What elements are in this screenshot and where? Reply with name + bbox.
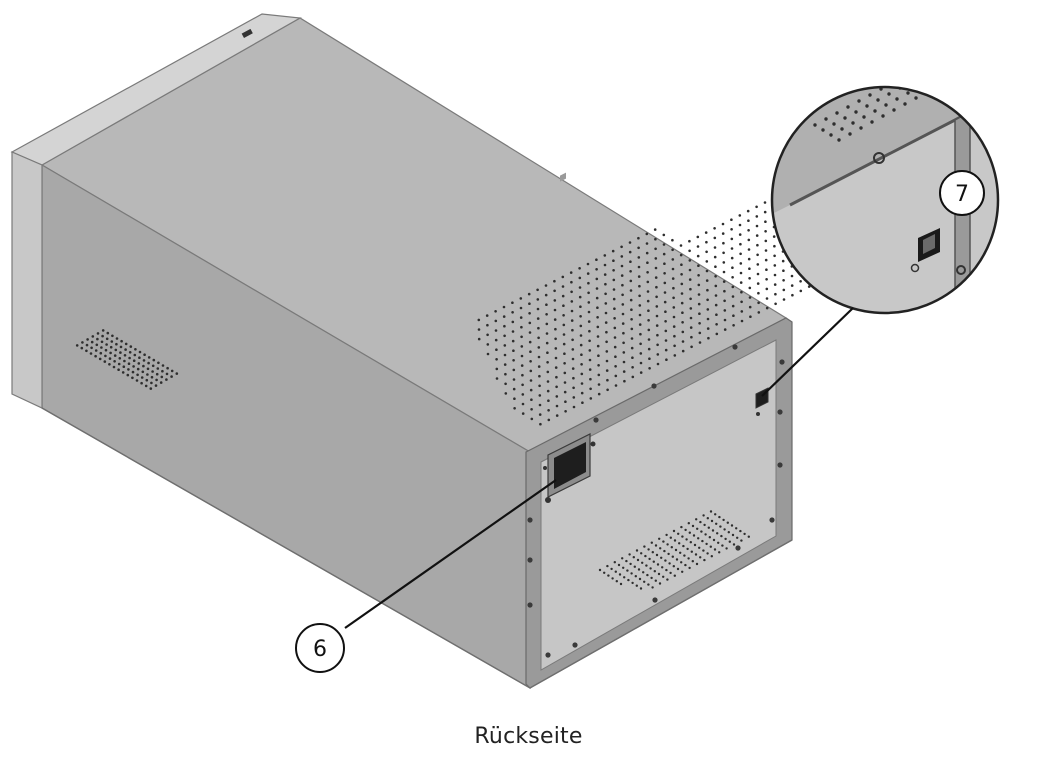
- front-bezel-side: [11, 151, 43, 409]
- callout-6-label: 6: [313, 637, 327, 662]
- detail-magnifier: [770, 85, 1000, 315]
- leader-line-7: [761, 307, 854, 397]
- top-vent-grille: [477, 196, 853, 426]
- rear-panel-screws: [527, 344, 785, 658]
- leader-line-6: [344, 479, 557, 629]
- rear-vent-grille: [598, 510, 750, 590]
- bezel-notch: [241, 28, 253, 38]
- power-inlet-connector: [543, 172, 596, 503]
- side-connector-detail: [910, 228, 940, 273]
- figure-caption: Rückseite: [474, 724, 583, 749]
- bottom-edge: [41, 407, 793, 689]
- rear-panel: [540, 339, 777, 671]
- callout-6: 6: [295, 623, 345, 673]
- callout-7: 7: [939, 170, 985, 216]
- device-body: [10, 13, 853, 690]
- side-vent-grille: [75, 329, 179, 390]
- callout-7-label: 7: [955, 182, 969, 207]
